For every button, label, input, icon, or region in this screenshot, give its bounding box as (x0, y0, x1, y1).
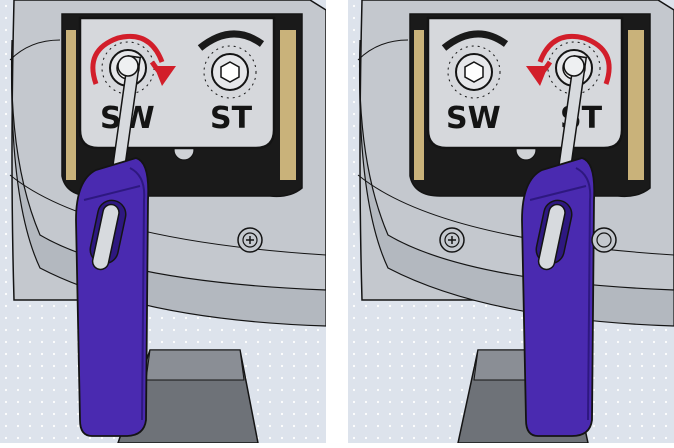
phillips-screw-icon (440, 228, 464, 252)
dial-label-left: SW (446, 101, 501, 136)
recess-side-wall (628, 30, 644, 180)
panel-adjust-sw: SW ST (0, 0, 326, 443)
phillips-screw-icon (238, 228, 262, 252)
recess-side-wall (280, 30, 296, 180)
recess-side-wall (414, 30, 424, 180)
phillips-screw-icon (592, 228, 616, 252)
recess-side-wall (66, 30, 76, 180)
panel-adjust-st: SW ST (348, 0, 674, 443)
trigger-top (146, 350, 244, 380)
dial-label-right: ST (210, 101, 253, 136)
panel-illustration: SW ST (348, 0, 674, 443)
panel-illustration: SW ST (0, 0, 326, 443)
